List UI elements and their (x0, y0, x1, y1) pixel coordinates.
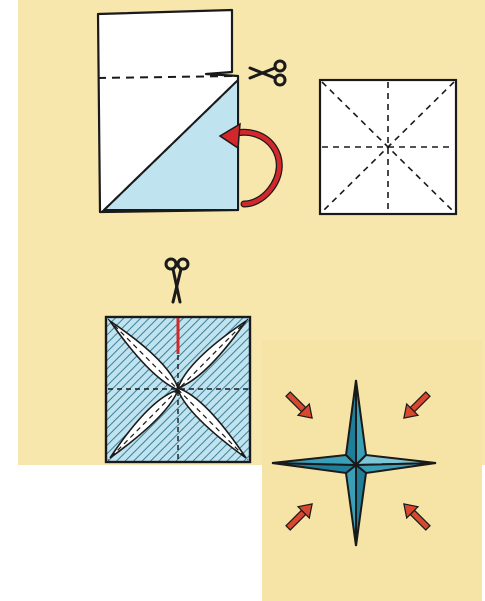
press-arrow-icon (285, 391, 431, 531)
step1-fold-diagonal (96, 8, 287, 214)
step4-finished-star (271, 379, 437, 547)
fold-line-diagonal (103, 81, 237, 211)
step3-cut-square (104, 257, 252, 464)
scissors-icon (164, 257, 190, 304)
fold-arrow-icon (218, 122, 283, 208)
scissors-icon (248, 59, 287, 87)
cut-line (97, 75, 237, 79)
step2-creased-square (318, 78, 458, 216)
